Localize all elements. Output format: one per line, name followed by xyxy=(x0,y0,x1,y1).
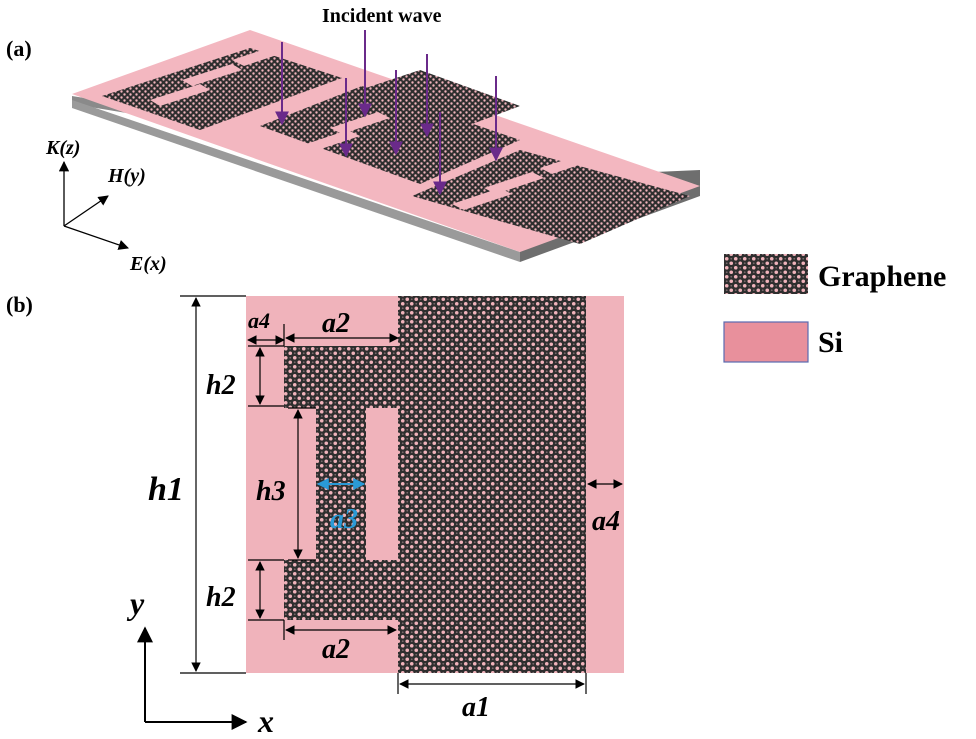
axes-b xyxy=(137,626,248,730)
panel-b-label: (b) xyxy=(6,292,33,317)
label-a2-top: a2 xyxy=(322,308,350,339)
slot xyxy=(232,44,292,66)
axis-y-arrow xyxy=(63,195,109,227)
axis-b-y-label: y xyxy=(126,585,145,621)
slot xyxy=(484,172,544,194)
legend: Graphene Si xyxy=(723,254,946,363)
dimension-lines xyxy=(180,295,623,694)
label-h2-bottom: h2 xyxy=(206,582,236,613)
legend-swatch-graphene xyxy=(724,254,808,294)
label-a1: a1 xyxy=(462,692,490,723)
axis-z-label: K(z) xyxy=(45,137,80,159)
legend-label-graphene: Graphene xyxy=(818,260,946,293)
incident-arrows xyxy=(275,30,503,196)
slab-edge-front xyxy=(72,100,520,262)
axis-y-label: H(y) xyxy=(107,165,146,187)
slot xyxy=(540,152,600,174)
legend-swatch-si xyxy=(723,321,809,363)
slot-outer xyxy=(246,408,316,560)
label-a3: a3 xyxy=(330,504,358,535)
label-h3: h3 xyxy=(256,476,286,507)
panel-a-label: (a) xyxy=(6,36,32,61)
slot xyxy=(182,64,242,86)
legend-label-si: Si xyxy=(818,326,843,359)
panel-b: (b) xyxy=(6,292,624,739)
graphene-cell-2 xyxy=(260,86,520,184)
label-h2-top: h2 xyxy=(206,370,236,401)
graphene-cell-4 xyxy=(330,70,520,140)
slot-inner xyxy=(366,408,398,560)
label-a4-right: a4 xyxy=(592,506,620,537)
incident-wave-label: Incident wave xyxy=(322,5,442,27)
slot xyxy=(150,84,210,106)
label-a2-bottom: a2 xyxy=(322,634,350,665)
axis-x-arrow xyxy=(63,225,129,250)
axis-b-x-label: x xyxy=(257,703,274,739)
graphene-cell-3 xyxy=(412,150,690,244)
axes-a xyxy=(58,160,129,250)
panel-a: (a) Incident wave xyxy=(6,5,700,275)
graphene-strip xyxy=(398,296,586,673)
label-h1: h1 xyxy=(148,471,184,508)
label-a4-top: a4 xyxy=(248,308,270,333)
axis-x-label: E(x) xyxy=(129,253,167,275)
